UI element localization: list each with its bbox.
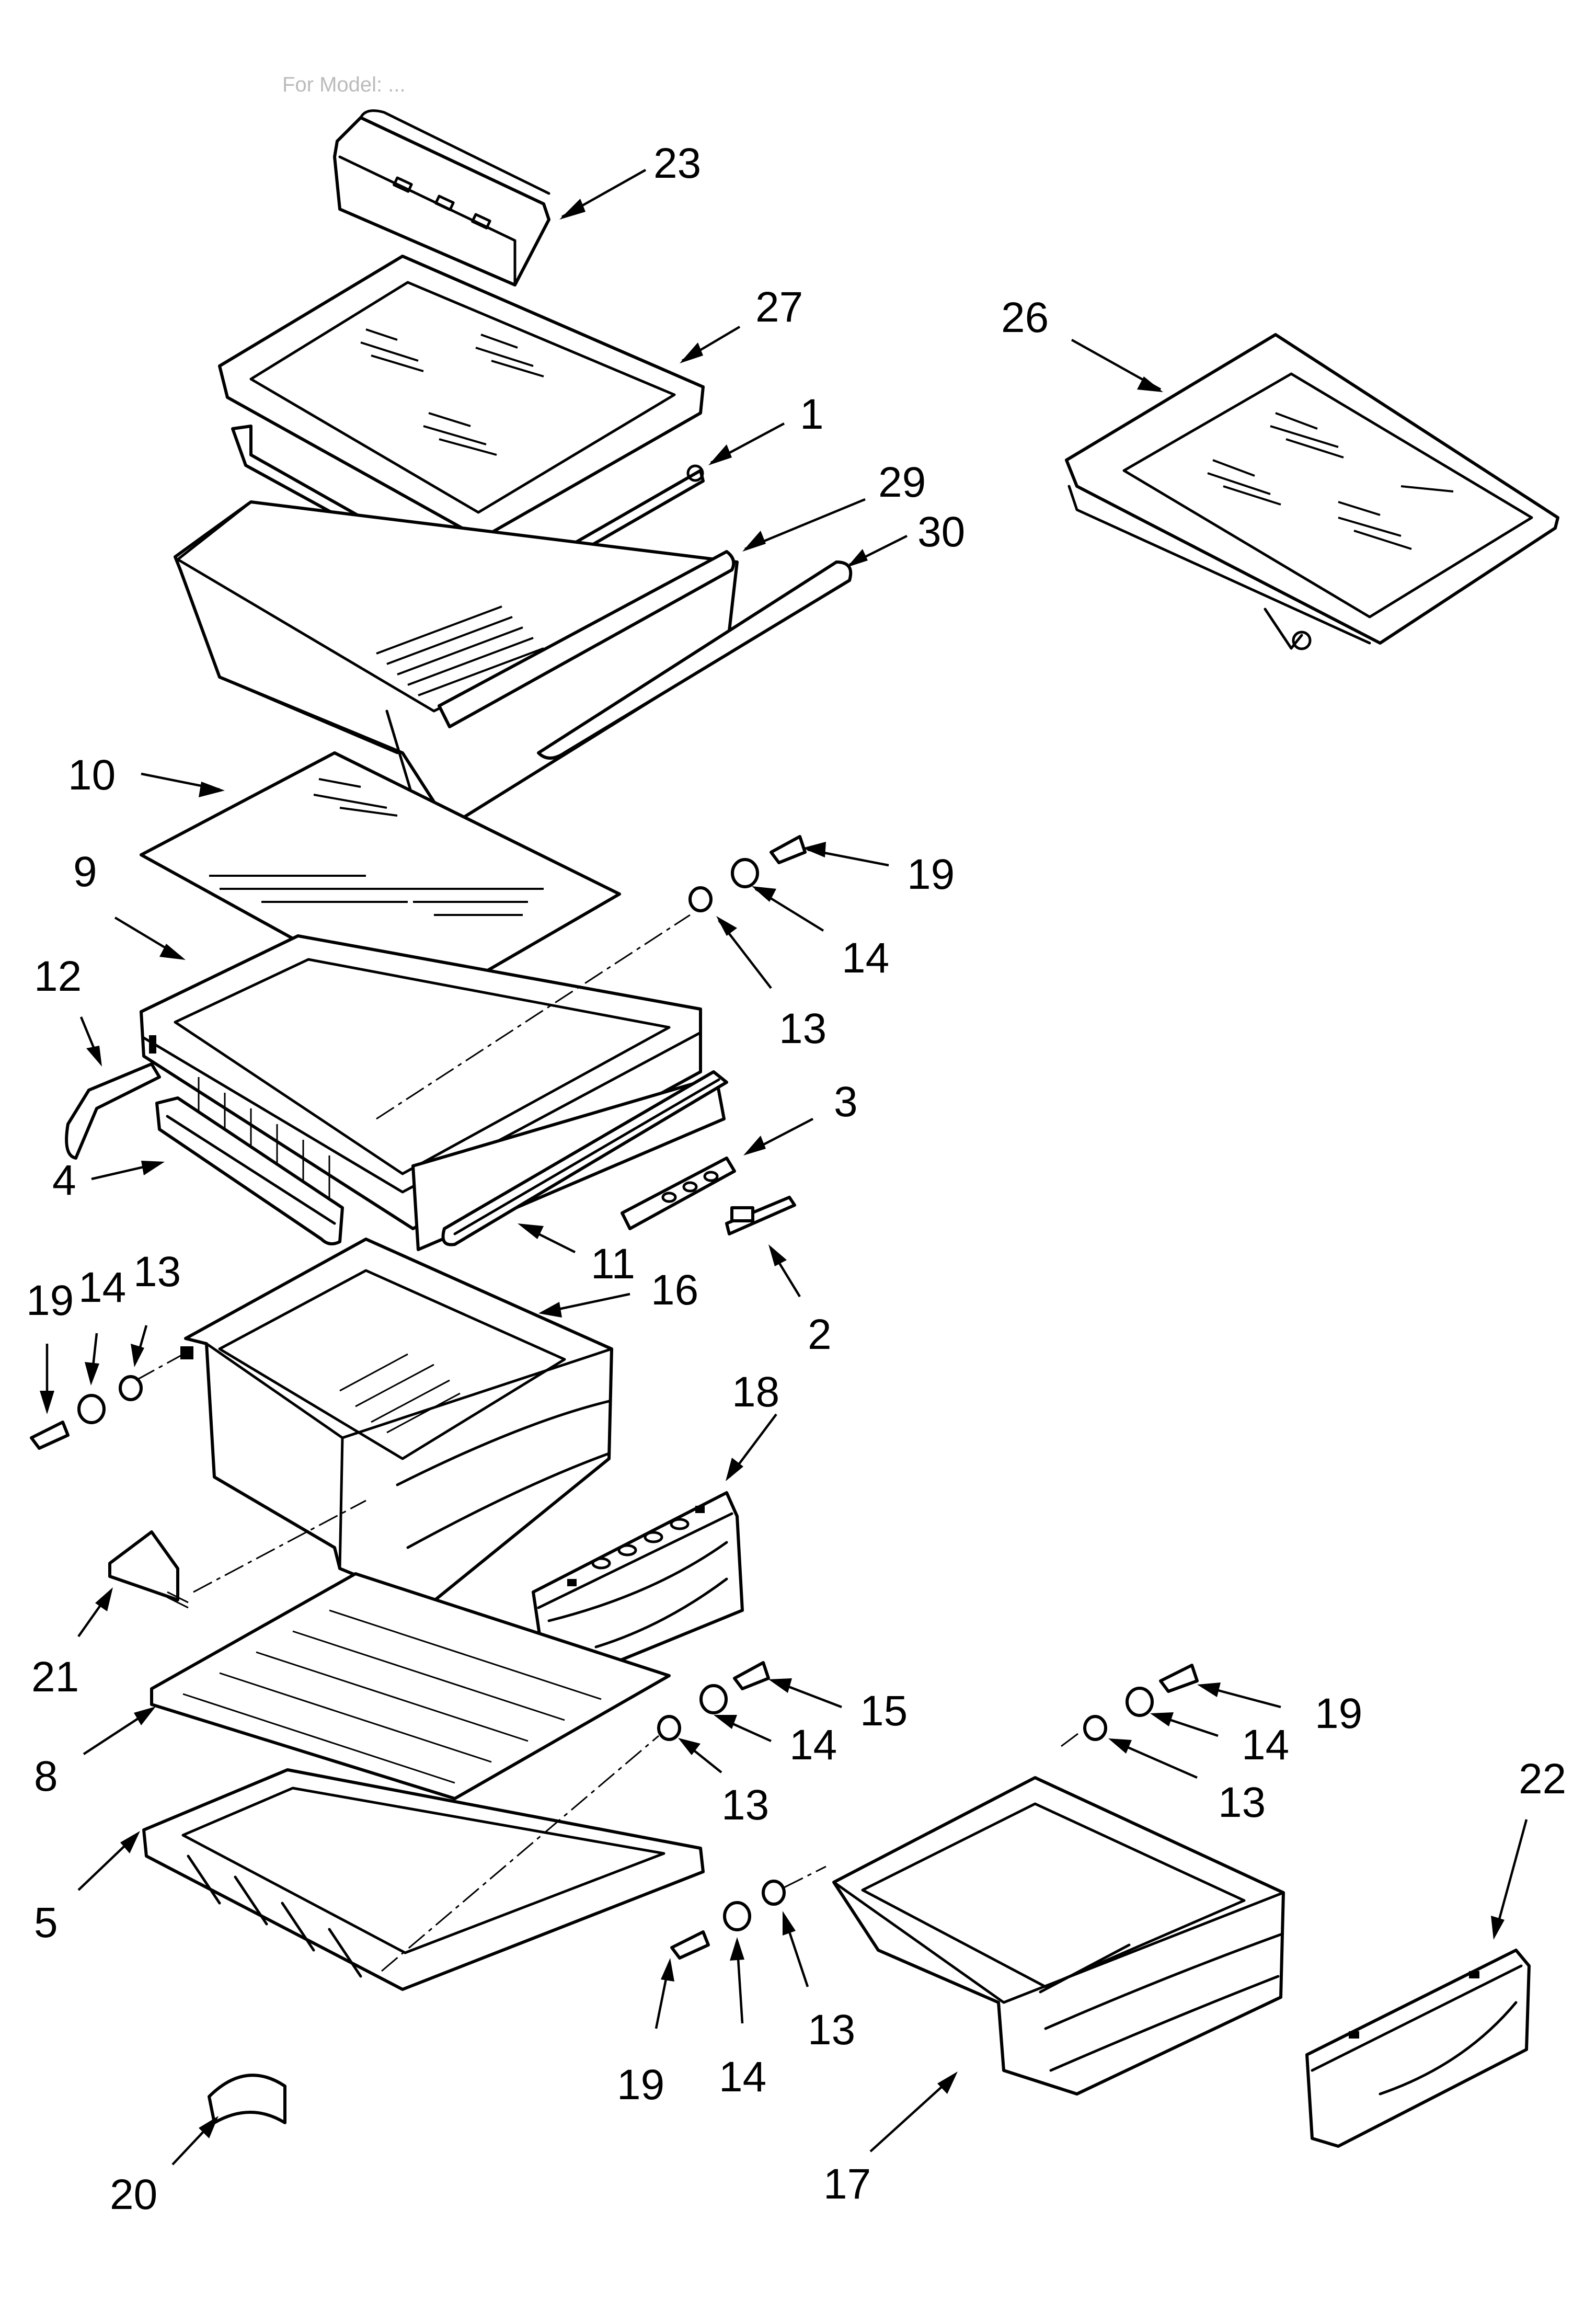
callout-21: 21 bbox=[31, 1653, 79, 1701]
part-17-drawer bbox=[832, 1776, 1285, 2096]
part-21-clip bbox=[108, 1530, 189, 1609]
part-9-frame bbox=[140, 934, 726, 1251]
hardware-set-bottom bbox=[670, 1880, 786, 1960]
callout-19-left: 19 bbox=[26, 1277, 74, 1324]
callout-20: 20 bbox=[110, 2171, 157, 2218]
part-22-front bbox=[1305, 1949, 1531, 2148]
hardware-set-mid bbox=[657, 1661, 770, 1741]
callout-13-top: 13 bbox=[779, 1005, 826, 1052]
callout-22: 22 bbox=[1519, 1755, 1566, 1803]
part-5-frame bbox=[142, 1768, 705, 1991]
part-30-cover bbox=[537, 560, 853, 760]
callout-17: 17 bbox=[823, 2160, 871, 2208]
part-crisper-upper bbox=[174, 500, 739, 828]
callout-16: 16 bbox=[651, 1266, 698, 1314]
part-26-shelf bbox=[1065, 333, 1559, 650]
callout-27: 27 bbox=[755, 283, 803, 331]
callout-30: 30 bbox=[917, 508, 965, 556]
part-16-drawer bbox=[180, 1238, 613, 1607]
callout-11: 11 bbox=[591, 1240, 635, 1288]
callout-3: 3 bbox=[834, 1078, 858, 1126]
callout-12: 12 bbox=[34, 953, 82, 1000]
part-23-bin bbox=[333, 109, 550, 287]
callout-19-bottom: 19 bbox=[617, 2061, 664, 2109]
callout-15: 15 bbox=[860, 1687, 908, 1735]
callout-26: 26 bbox=[1001, 294, 1049, 341]
callout-4: 4 bbox=[52, 1157, 76, 1204]
callout-14-top: 14 bbox=[842, 934, 889, 982]
part-29-rod bbox=[438, 550, 736, 728]
callout-13-right: 13 bbox=[1218, 1779, 1266, 1826]
callout-14-bottom: 14 bbox=[719, 2053, 766, 2101]
callout-labels: 23 27 1 29 30 26 10 9 19 14 13 12 3 4 11… bbox=[26, 140, 1566, 2218]
callout-14-left: 14 bbox=[78, 1264, 126, 1311]
callout-8: 8 bbox=[34, 1753, 58, 1800]
part-12-clip bbox=[65, 1062, 161, 1160]
part-2-clip bbox=[725, 1196, 796, 1235]
part-8-cover bbox=[150, 1572, 671, 1800]
part-3-bracket bbox=[621, 1157, 736, 1230]
callout-2: 2 bbox=[808, 1311, 832, 1358]
hardware-set-top bbox=[688, 835, 807, 912]
callout-9: 9 bbox=[73, 848, 97, 896]
callout-19-right: 19 bbox=[1315, 1690, 1362, 1737]
model-header: For Model: ... bbox=[282, 73, 406, 96]
callout-29: 29 bbox=[878, 459, 926, 506]
hardware-set-left bbox=[30, 1375, 143, 1450]
part-4-rail bbox=[155, 1096, 344, 1245]
part-27-shelf bbox=[218, 255, 705, 540]
hardware-set-right bbox=[1083, 1664, 1199, 1741]
callout-23: 23 bbox=[653, 140, 701, 187]
callout-18: 18 bbox=[732, 1368, 779, 1416]
part-20-cap bbox=[208, 2074, 286, 2124]
callout-5: 5 bbox=[34, 1899, 58, 1947]
callout-13-bottom: 13 bbox=[808, 2006, 855, 2054]
assembly-lines bbox=[135, 914, 1083, 1972]
leader-arrows bbox=[40, 169, 1528, 2166]
callout-1: 1 bbox=[800, 391, 824, 438]
callout-13-mid: 13 bbox=[721, 1781, 769, 1829]
callout-14-right: 14 bbox=[1242, 1721, 1289, 1769]
callout-10: 10 bbox=[68, 751, 116, 799]
callout-19-top: 19 bbox=[907, 851, 955, 898]
callout-14-mid: 14 bbox=[789, 1721, 837, 1769]
part-11-rail bbox=[441, 1070, 728, 1246]
callout-13-left: 13 bbox=[133, 1248, 181, 1296]
